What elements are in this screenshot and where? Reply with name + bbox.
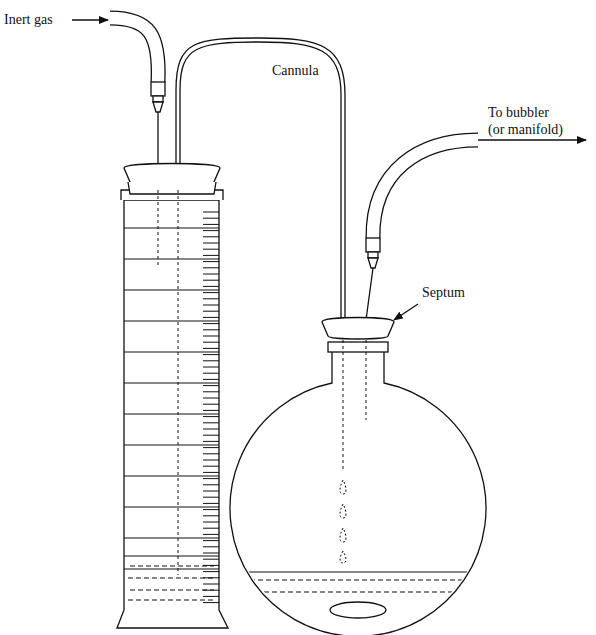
graduation-tick (203, 484, 219, 485)
graduation-tick (203, 435, 219, 436)
graduation-tick (203, 367, 219, 368)
graduation-tick (203, 528, 219, 529)
graduation-tick (203, 224, 219, 225)
septum-label: Septum (422, 284, 465, 301)
graduation-tick (203, 398, 219, 399)
graduation-tick (203, 472, 219, 473)
graduation-line (124, 383, 219, 384)
graduation-line (124, 445, 219, 446)
graduation-tick (203, 404, 219, 405)
graduation-tick (203, 546, 219, 547)
graduation-tick (203, 410, 219, 411)
graduation-tick (203, 491, 219, 492)
graduation-tick (203, 354, 219, 355)
graduation-line (124, 476, 219, 477)
graduation-tick (203, 305, 219, 306)
graduation-tick (203, 534, 219, 535)
graduation-tick (203, 460, 219, 461)
graduation-tick (203, 348, 219, 349)
graduation-tick (203, 522, 219, 523)
graduation-tick (203, 385, 219, 386)
graduation-tick (203, 342, 219, 343)
graduation-tick (203, 323, 219, 324)
graduation-tick (203, 478, 219, 479)
graduation-tick (203, 212, 219, 213)
graduation-tick (203, 447, 219, 448)
graduation-tick (203, 218, 219, 219)
graduation-tick (203, 255, 219, 256)
graduation-tick (203, 584, 219, 585)
graduation-line (124, 352, 219, 353)
graduation-tick (203, 509, 219, 510)
graduation-tick (203, 243, 219, 244)
graduation-tick (203, 298, 219, 299)
graduation-tick (203, 553, 219, 554)
graduation-tick (203, 373, 219, 374)
graduation-tick (203, 292, 219, 293)
bubbler-label: To bubbler (or manifold) (488, 104, 564, 138)
graduation-line (124, 228, 219, 229)
graduation-tick (203, 311, 219, 312)
graduation-tick (203, 329, 219, 330)
cannula-label: Cannula (272, 62, 319, 79)
graduation-tick (203, 236, 219, 237)
graduation-line (124, 569, 219, 570)
graduation-tick (203, 267, 219, 268)
graduation-tick (203, 230, 219, 231)
graduation-tick (203, 571, 219, 572)
graduation-tick (203, 429, 219, 430)
graduation-tick (203, 249, 219, 250)
graduation-line (124, 290, 219, 291)
graduation-tick (203, 379, 219, 380)
graduation-tick (203, 422, 219, 423)
graduation-tick (203, 466, 219, 467)
inert-gas-label: Inert gas (4, 11, 53, 28)
graduation-tick (203, 416, 219, 417)
graduation-tick (203, 602, 219, 603)
graduation-tick (203, 497, 219, 498)
graduation-tick (203, 559, 219, 560)
graduation-tick (203, 360, 219, 361)
graduation-tick (203, 317, 219, 318)
graduation-tick (203, 515, 219, 516)
graduation-tick (203, 503, 219, 504)
graduation-tick (203, 391, 219, 392)
graduation-tick (203, 274, 219, 275)
graduation-line (124, 259, 219, 260)
graduation-tick (203, 441, 219, 442)
graduation-line (124, 507, 219, 508)
graduation-tick (203, 286, 219, 287)
graduation-tick (203, 336, 219, 337)
graduation-tick (203, 261, 219, 262)
graduation-tick (203, 596, 219, 597)
graduation-tick (203, 453, 219, 454)
graduation-line (124, 538, 219, 539)
graduation-line (124, 321, 219, 322)
graduation-tick (203, 280, 219, 281)
graduation-line (124, 414, 219, 415)
graduation-tick (203, 540, 219, 541)
